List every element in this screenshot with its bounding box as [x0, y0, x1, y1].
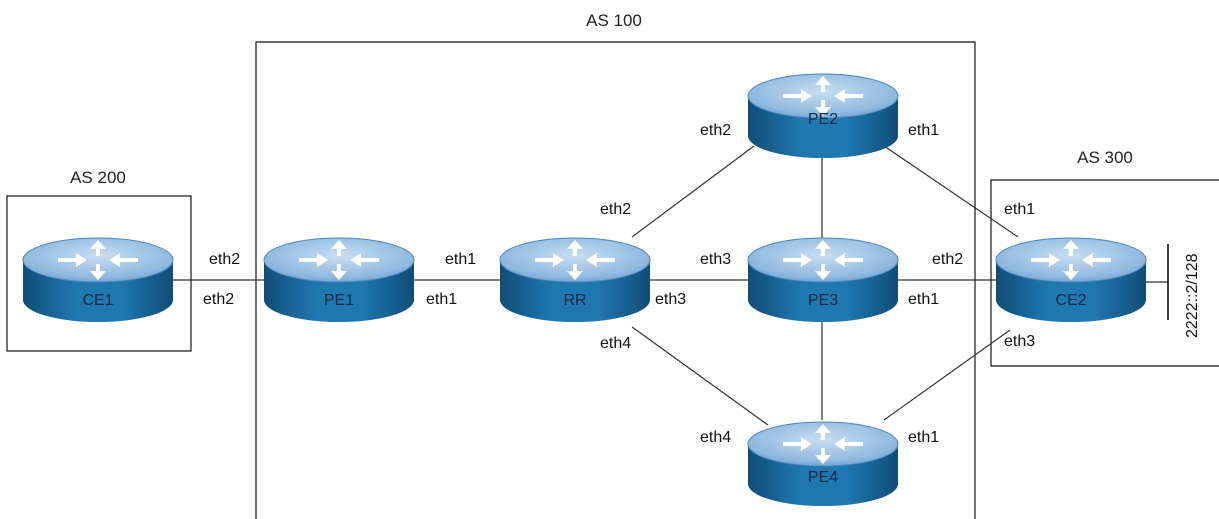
interface-labels: eth2 eth2 eth1 eth1 eth2 eth3 eth4 eth2 …: [203, 122, 1035, 446]
links: [172, 142, 1169, 426]
if-rr-pe2: eth2: [600, 201, 631, 218]
link-pe4-ce2: [883, 329, 1011, 421]
link-rr-pe2: [631, 145, 755, 238]
router-pe2[interactable]: PE2: [746, 72, 900, 160]
router-ce2[interactable]: CE2: [994, 236, 1148, 324]
router-pe1[interactable]: PE1: [262, 236, 416, 324]
router-pe4-label: PE4: [808, 469, 838, 486]
if-pe1-rr: eth1: [426, 291, 457, 308]
if-ce2-pe4: eth3: [1004, 333, 1035, 350]
router-ce1-label: CE1: [82, 292, 113, 309]
if-rr-pe1: eth1: [445, 251, 476, 268]
router-ce1[interactable]: CE1: [21, 236, 175, 324]
if-pe2-ce2: eth1: [908, 122, 939, 139]
if-pe2-rr: eth2: [700, 122, 731, 139]
link-pe2-ce2: [883, 145, 1019, 238]
as200-area: [6, 195, 192, 352]
link-rr-pe4: [631, 326, 769, 426]
if-pe3-rr: eth3: [700, 251, 731, 268]
if-rr-pe4: eth4: [600, 335, 631, 352]
if-ce2-pe2: eth1: [1004, 201, 1035, 218]
router-pe3-label: PE3: [808, 292, 838, 309]
as300-area: [990, 179, 1219, 367]
loopback-address: 2222::2/128: [1184, 253, 1201, 338]
as100-label: AS 100: [586, 11, 642, 30]
if-ce1-pe1: eth2: [209, 251, 240, 268]
router-pe4[interactable]: PE4: [746, 420, 900, 508]
if-pe1-ce1: eth2: [203, 291, 234, 308]
router-pe2-label: PE2: [808, 111, 838, 128]
if-ce2-pe3: eth2: [932, 251, 963, 268]
router-rr[interactable]: RR: [498, 236, 652, 324]
router-rr-label: RR: [563, 292, 586, 309]
as300-label: AS 300: [1077, 148, 1133, 167]
if-pe3-ce2: eth1: [908, 291, 939, 308]
router-pe1-label: PE1: [324, 292, 354, 309]
if-pe4-rr: eth4: [700, 429, 731, 446]
as200-label: AS 200: [70, 168, 126, 187]
if-pe4-ce2: eth1: [908, 429, 939, 446]
router-pe3[interactable]: PE3: [746, 236, 900, 324]
router-ce2-label: CE2: [1055, 292, 1086, 309]
if-rr-pe3: eth3: [655, 291, 686, 308]
